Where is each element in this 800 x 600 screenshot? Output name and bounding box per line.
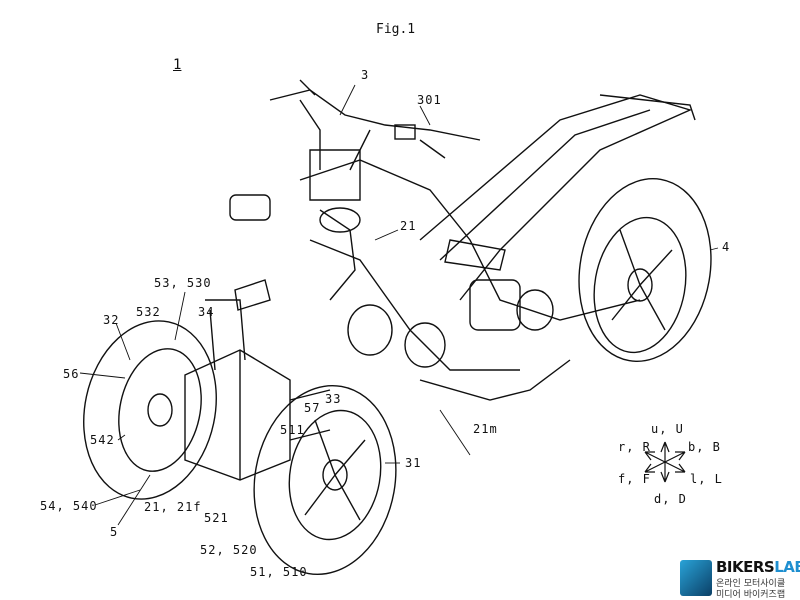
label-34: 34 <box>198 305 215 319</box>
direction-up: u, U <box>651 422 684 436</box>
label-511: 511 <box>280 423 305 437</box>
label-57: 57 <box>304 401 321 415</box>
label-5: 5 <box>110 525 119 539</box>
figure-title: Fig.1 <box>376 22 416 37</box>
label-21-21f: 21, 21f <box>144 500 202 514</box>
watermark-brand: BIKERSLAB <box>716 558 800 576</box>
handlebar-3 <box>229 79 481 221</box>
label-532: 532 <box>136 305 161 319</box>
direction-left: l, L <box>690 472 723 486</box>
direction-right: r, R <box>618 440 651 454</box>
watermark-line1: 온라인 모터사이클 <box>716 579 786 589</box>
label-52-520: 52, 520 <box>200 543 258 557</box>
leader-lines <box>79 84 719 526</box>
cube-logo-icon <box>680 560 712 596</box>
label-521: 521 <box>204 511 229 525</box>
direction-down: d, D <box>654 492 687 506</box>
label-542: 542 <box>90 433 115 447</box>
front-suspension-5 <box>184 279 331 481</box>
label-53-530: 53, 530 <box>154 276 212 290</box>
label-51-510: 51, 510 <box>250 565 308 579</box>
direction-front: f, F <box>618 472 651 486</box>
label-31: 31 <box>405 456 422 470</box>
label-21: 21 <box>400 219 417 233</box>
watermark-line2: 미디어 바이커즈랩 <box>716 590 786 600</box>
label-54-540: 54, 540 <box>40 499 98 513</box>
label-32: 32 <box>103 313 120 327</box>
label-33: 33 <box>325 392 342 406</box>
rear-wheel-4 <box>578 177 712 363</box>
label-21m: 21m <box>473 422 498 436</box>
label-3: 3 <box>361 68 370 82</box>
label-301: 301 <box>417 93 442 107</box>
direction-compass <box>644 441 686 483</box>
direction-back: b, B <box>688 440 721 454</box>
front-wheel-32 <box>83 320 217 500</box>
front-wheel-31 <box>253 384 397 576</box>
label-4: 4 <box>722 240 731 254</box>
figure-reference-number: 1 <box>173 57 182 73</box>
bikerslab-watermark: BIKERSLAB 온라인 모터사이클 미디어 바이커즈랩 <box>680 556 800 600</box>
vehicle-frame <box>299 94 696 401</box>
label-56: 56 <box>63 367 80 381</box>
